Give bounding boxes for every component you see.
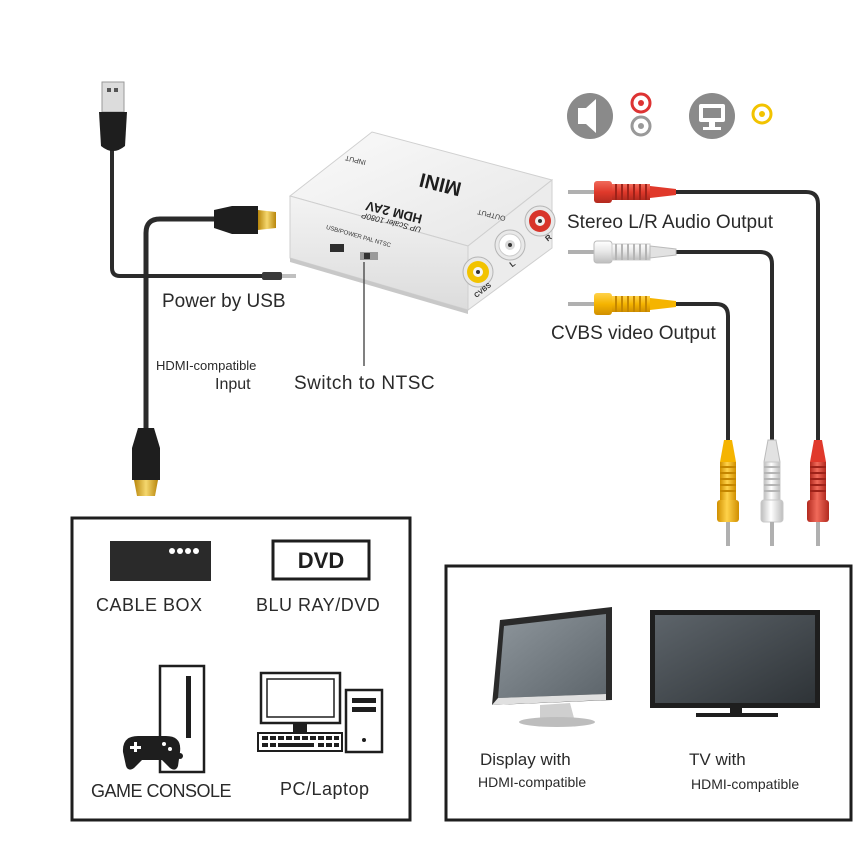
yellow-rca-plug-horizontal bbox=[568, 293, 676, 315]
hdmi-plug-bottom-icon bbox=[132, 428, 160, 496]
monitor-icon bbox=[492, 607, 612, 727]
cable-box-icon bbox=[110, 541, 211, 581]
red-rca-plug-vertical bbox=[807, 440, 829, 546]
white-rca-plug-horizontal bbox=[568, 240, 677, 264]
display-label-line1: Display with bbox=[480, 750, 571, 769]
stereo-output-label: Stereo L/R Audio Output bbox=[567, 212, 773, 233]
adapter-l-label: L bbox=[508, 259, 517, 269]
usb-power-cable bbox=[110, 150, 296, 280]
white-audio-l-port bbox=[494, 229, 526, 261]
power-usb-label: Power by USB bbox=[162, 291, 286, 312]
speaker-icon bbox=[567, 93, 613, 139]
pc-laptop-label: PC/Laptop bbox=[280, 779, 370, 799]
game-console-label: GAME CONSOLE bbox=[91, 781, 232, 801]
yellow-rca-plug-vertical bbox=[717, 440, 739, 546]
adapter-box bbox=[288, 131, 556, 314]
game-console-icon bbox=[122, 664, 206, 774]
usb-plug-icon bbox=[99, 81, 127, 151]
bluray-dvd-label: BLU RAY/DVD bbox=[256, 595, 381, 615]
dvd-icon-text: DVD bbox=[298, 548, 344, 573]
audio-jacks-icon bbox=[630, 92, 652, 137]
red-rca-plug-horizontal bbox=[568, 181, 676, 203]
tv-label-line2: HDMI-compatible bbox=[691, 776, 800, 792]
white-rca-plug-vertical bbox=[760, 439, 784, 546]
video-jack-icon bbox=[751, 103, 773, 125]
red-audio-r-port bbox=[524, 205, 556, 237]
dvd-icon: DVD bbox=[271, 539, 371, 581]
monitor-legend-icon bbox=[689, 93, 735, 139]
cable-box-label: CABLE BOX bbox=[96, 595, 203, 615]
display-label-line2: HDMI-compatible bbox=[478, 774, 587, 790]
switch-ntsc-label: Switch to NTSC bbox=[294, 373, 436, 394]
hdmi-plug-top-icon bbox=[214, 206, 276, 234]
yellow-cvbs-port bbox=[462, 256, 494, 288]
adapter-l-label-group: L bbox=[508, 259, 517, 269]
rca-cables bbox=[676, 190, 820, 444]
tv-label-line1: TV with bbox=[689, 750, 746, 769]
pc-icon bbox=[257, 671, 384, 754]
tv-icon bbox=[650, 610, 820, 717]
hdmi-input-label-line1: HDMI-compatible bbox=[156, 358, 257, 373]
cvbs-output-label: CVBS video Output bbox=[551, 323, 716, 344]
hdmi-input-cable bbox=[143, 216, 220, 430]
adapter-r-label-group: R bbox=[543, 233, 553, 244]
adapter-r-label: R bbox=[543, 233, 553, 244]
hdmi-input-label-line2: Input bbox=[215, 376, 251, 393]
usb-power-port bbox=[330, 244, 344, 252]
